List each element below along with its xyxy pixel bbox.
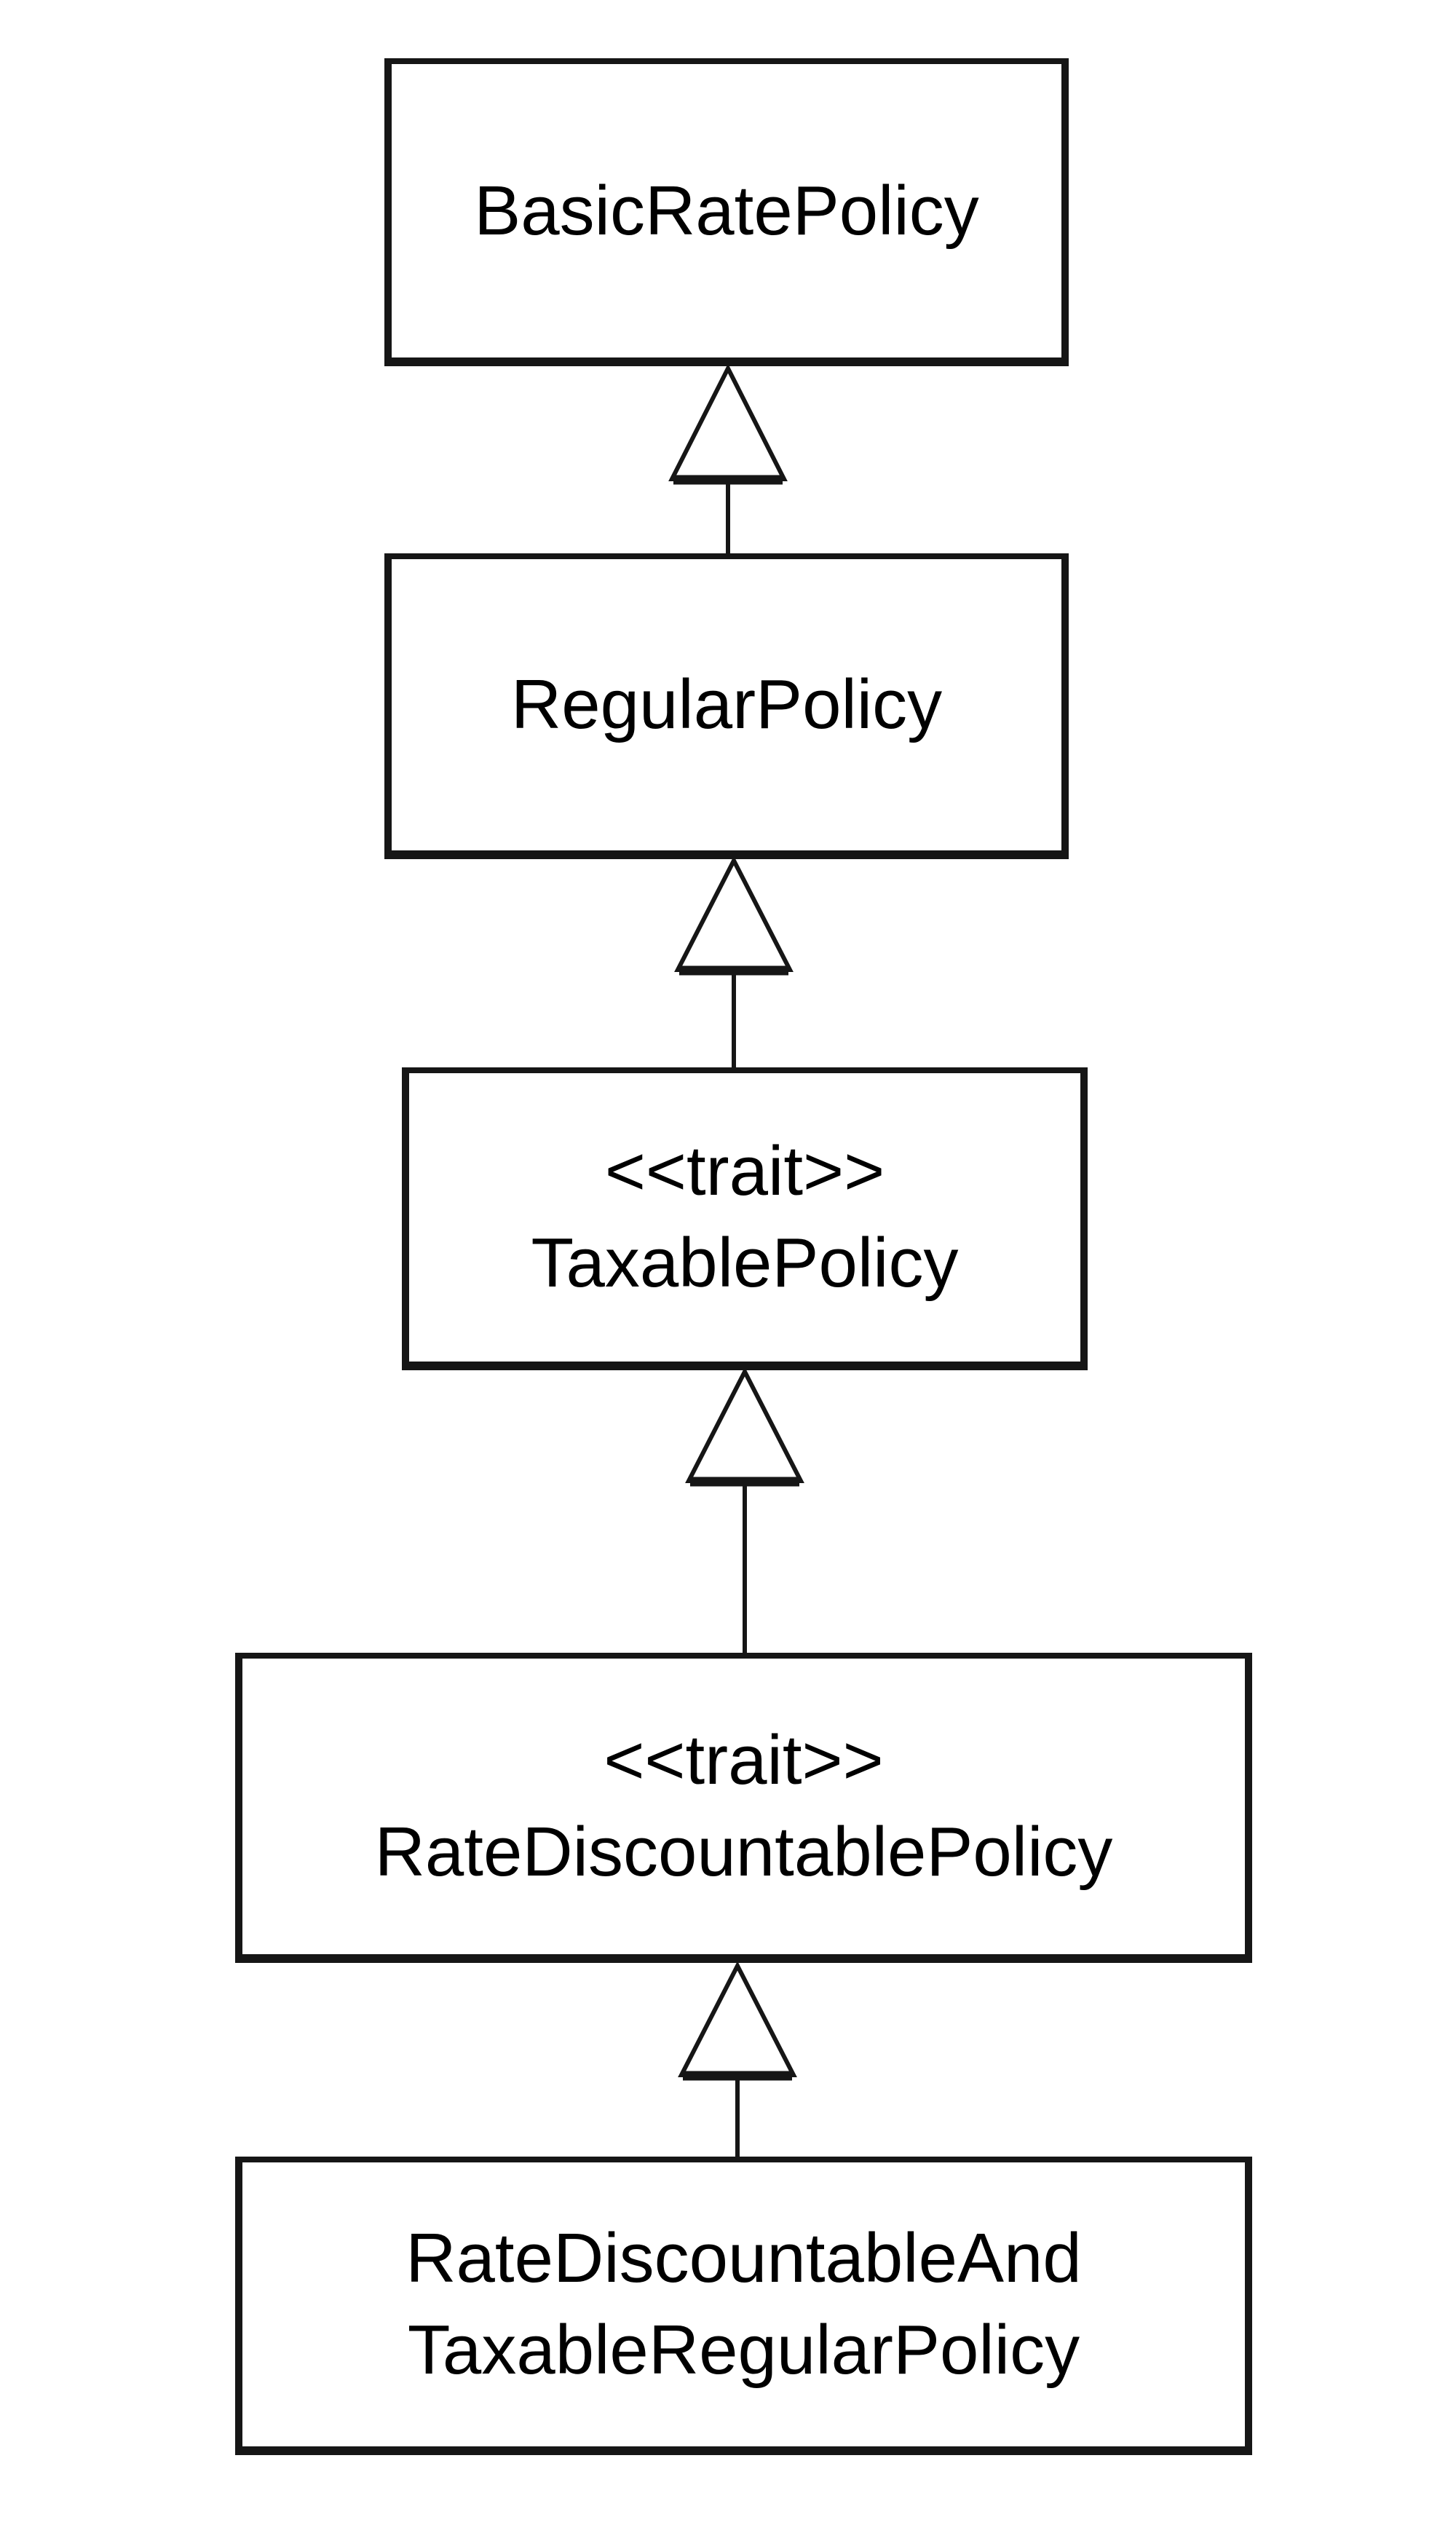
class-name-line-2: TaxableRegularPolicy <box>407 2311 1080 2389</box>
class-name: RegularPolicy <box>510 665 943 743</box>
class-name: RateDiscountablePolicy <box>374 1813 1113 1891</box>
arrow-head <box>674 856 794 972</box>
class-name: BasicRatePolicy <box>474 171 979 250</box>
class-node-regular-policy: RegularPolicy <box>384 553 1069 859</box>
generalization-arrow-4 <box>678 1961 797 2160</box>
arrow-head <box>668 363 788 481</box>
stereotype-label: <<trait>> <box>604 1132 885 1210</box>
arrow-head <box>678 1961 797 2077</box>
generalization-arrow-3 <box>685 1367 804 1656</box>
class-node-basic-rate-policy: BasicRatePolicy <box>384 58 1069 366</box>
class-name-line-1: RateDiscountableAnd <box>405 2219 1082 2297</box>
class-node-rate-discountable-policy: <<trait>> RateDiscountablePolicy <box>235 1653 1252 1963</box>
stereotype-label: <<trait>> <box>604 1721 884 1799</box>
generalization-arrow-1 <box>668 363 788 556</box>
generalization-arrow-2 <box>674 856 794 1070</box>
class-node-taxable-policy: <<trait>> TaxablePolicy <box>402 1067 1088 1370</box>
arrow-head <box>685 1367 804 1483</box>
class-name: TaxablePolicy <box>531 1224 959 1302</box>
class-node-rate-discountable-and-taxable-regular-policy: RateDiscountableAnd TaxableRegularPolicy <box>235 2157 1252 2455</box>
